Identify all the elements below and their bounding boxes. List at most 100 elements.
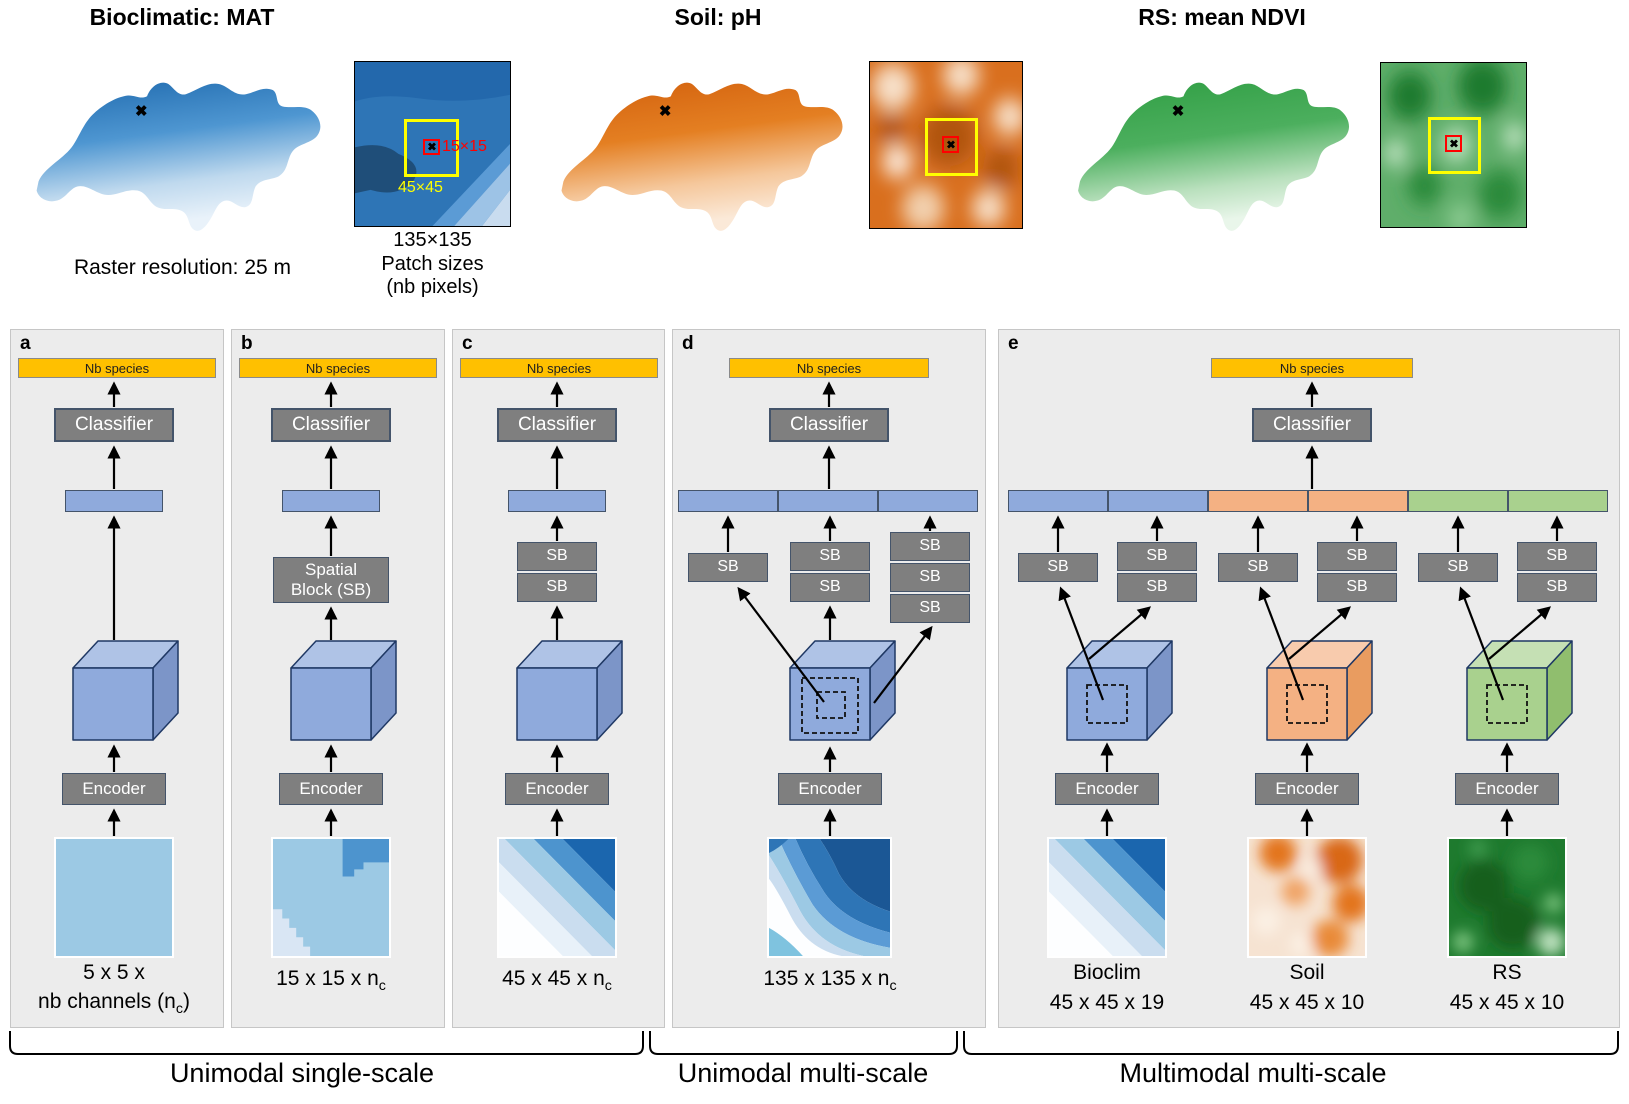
sb-block-e-rs-d2: SB (1517, 573, 1597, 602)
feature-vector-b (282, 490, 380, 512)
sb-block-d-l3: SB (890, 594, 970, 623)
input-patch-e-bioclim (1047, 837, 1167, 958)
input-caption-e-bioclim-name: Bioclim (1073, 961, 1141, 984)
sb-block-c-2: SB (517, 573, 597, 602)
encoder-box-e-bioclim: Encoder (1055, 773, 1159, 805)
switzerland-map-rs: ✖ (1067, 45, 1363, 250)
patch-15-outline (942, 136, 959, 153)
sb-block-d-s1: SB (688, 553, 768, 582)
raster-resolution-caption: Raster resolution: 25 m (73, 256, 292, 279)
input-caption-a-line2: nb channels (nc) (38, 990, 190, 1018)
classifier-box-e: Classifier (1252, 408, 1372, 442)
patch-45-outline (925, 118, 978, 176)
patch-45-label: 45×45 (398, 179, 443, 196)
input-patch-e-rs (1447, 837, 1567, 958)
sb-block-d-m2: SB (790, 573, 870, 602)
sb-block-e-rs-s: SB (1418, 553, 1498, 582)
location-x-marker: ✖ (1449, 138, 1459, 151)
patch-sizes-caption-2: (nb pixels) (386, 276, 479, 298)
encoder-box-d: Encoder (778, 773, 882, 805)
patch-15-outline (1445, 135, 1462, 152)
sb-block-d-m1: SB (790, 542, 870, 571)
switzerland-map-soil: ✖ (550, 45, 857, 250)
group-label-unimodal-multi-scale: Unimodal multi-scale (677, 1058, 929, 1088)
group-label-unimodal-single-scale: Unimodal single-scale (169, 1058, 435, 1088)
panel-label-c: c (462, 333, 473, 354)
input-caption-e-rs-name: RS (1492, 961, 1522, 984)
feature-vector-c (508, 490, 606, 512)
sb-block-e-soil-s: SB (1218, 553, 1298, 582)
patch-45-outline (1428, 117, 1481, 174)
input-caption-b: 15 x 15 x nc (276, 967, 386, 995)
sb-block-e-bioclim-d2: SB (1117, 573, 1197, 602)
sb-block-e-rs-d1: SB (1517, 542, 1597, 571)
sb-block-e-soil-d1: SB (1317, 542, 1397, 571)
feature-vector-d-2 (778, 490, 878, 512)
location-x-marker: ✖ (427, 141, 437, 154)
classifier-box-d: Classifier (769, 408, 889, 442)
feature-vector-e-soil-1 (1208, 490, 1308, 512)
sb-block-d-l1: SB (890, 532, 970, 561)
encoder-box-c: Encoder (505, 773, 609, 805)
classifier-box-c: Classifier (497, 408, 617, 442)
nb-species-bar-d: Nb species (729, 358, 929, 378)
feature-vector-a (65, 490, 163, 512)
classifier-box-b: Classifier (271, 408, 391, 442)
location-x-marker: ✖ (1171, 102, 1185, 120)
modality-title-soil: Soil: pH (674, 4, 762, 30)
input-patch-c-45x45 (497, 837, 617, 958)
input-caption-d: 135 x 135 x nc (763, 967, 897, 995)
nb-species-bar-b: Nb species (239, 358, 437, 378)
patch-sizes-caption: Patch sizes (381, 253, 484, 275)
encoder-box-b: Encoder (279, 773, 383, 805)
input-patch-e-soil (1247, 837, 1367, 958)
group-label-multimodal-multi-scale: Multimodal multi-scale (1119, 1058, 1387, 1088)
feature-vector-d-3 (878, 490, 978, 512)
patch-45-outline (404, 119, 459, 177)
panel-label-d: d (682, 333, 694, 354)
feature-vector-e-soil-2 (1308, 490, 1408, 512)
patch-inset-bioclim: ✖ 15×15 45×45 (354, 61, 511, 227)
sb-block-e-bioclim-d1: SB (1117, 542, 1197, 571)
modality-title-bioclim: Bioclimatic: MAT (89, 4, 275, 30)
feature-vector-e-rs-2 (1508, 490, 1608, 512)
nb-species-bar-c: Nb species (460, 358, 658, 378)
encoder-box-a: Encoder (62, 773, 166, 805)
patch-15-outline (423, 139, 440, 155)
feature-vector-d-1 (678, 490, 778, 512)
switzerland-map-bioclim: ✖ (25, 45, 335, 250)
input-patch-b-15x15 (271, 837, 391, 958)
classifier-box-a: Classifier (54, 408, 174, 442)
input-patch-d-135x135 (767, 837, 892, 958)
encoder-box-e-soil: Encoder (1255, 773, 1359, 805)
feature-vector-e-bioclim-2 (1108, 490, 1208, 512)
patch-15-label: 15×15 (442, 138, 487, 155)
sb-block-e-soil-d2: SB (1317, 573, 1397, 602)
input-caption-e-soil-name: Soil (1289, 961, 1325, 984)
input-caption-a-line1: 5 x 5 x (83, 961, 145, 984)
panel-label-a: a (20, 333, 31, 354)
feature-vector-e-bioclim-1 (1008, 490, 1108, 512)
input-caption-e-soil-dims: 45 x 45 x 10 (1249, 991, 1365, 1014)
input-caption-e-bioclim-dims: 45 x 45 x 19 (1049, 991, 1165, 1014)
modality-title-rs: RS: mean NDVI (1138, 4, 1306, 30)
patch-inset-soil: ✖ (869, 61, 1023, 229)
panel-label-b: b (241, 333, 253, 354)
sb-block-d-l2: SB (890, 563, 970, 592)
encoder-box-e-rs: Encoder (1455, 773, 1559, 805)
sb-block-e-bioclim-s: SB (1018, 553, 1098, 582)
location-x-marker: ✖ (658, 102, 672, 120)
patch-135-label: 135×135 (393, 229, 472, 251)
sb-block-c-1: SB (517, 542, 597, 571)
feature-vector-e-rs-1 (1408, 490, 1508, 512)
input-caption-c: 45 x 45 x nc (502, 967, 612, 995)
location-x-marker: ✖ (134, 102, 148, 120)
input-caption-e-rs-dims: 45 x 45 x 10 (1449, 991, 1565, 1014)
nb-species-bar-e: Nb species (1211, 358, 1413, 378)
panel-label-e: e (1008, 333, 1019, 354)
patch-inset-rs: ✖ (1380, 62, 1527, 228)
location-x-marker: ✖ (946, 139, 956, 152)
group-braces (9, 1031, 1619, 1055)
